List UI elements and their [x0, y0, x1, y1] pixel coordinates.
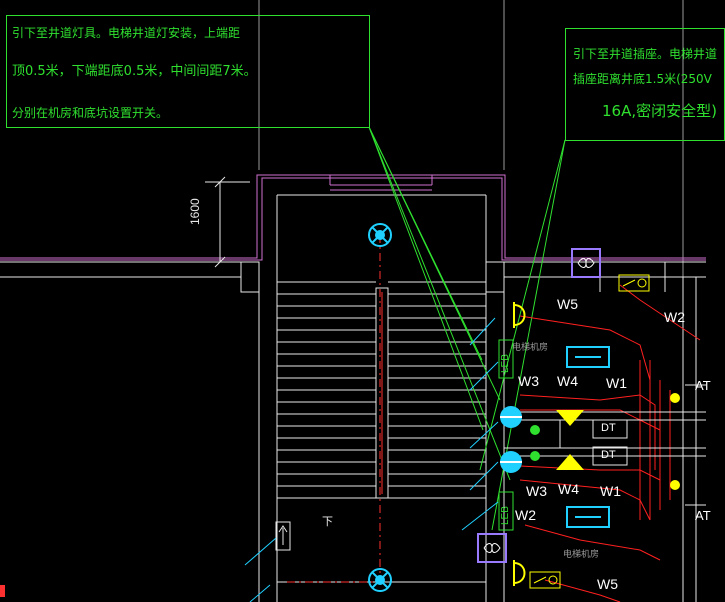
note-leaders [368, 126, 566, 531]
wire-label-w1-lower: W1 [600, 483, 621, 499]
machine-room-label-upper: 电梯机房 [512, 342, 549, 352]
wall-lamp-icon [500, 406, 522, 428]
at-label-lower: AT [695, 508, 711, 523]
ceiling-lamp-icon [368, 223, 392, 247]
stair-down-label: 下 [322, 516, 333, 528]
switch-box-icon [618, 274, 650, 292]
dimension-label: 1600 [188, 198, 202, 225]
socket-note-line-3: 16A,密闭安全型) [602, 102, 717, 120]
exhaust-fan-icon [477, 533, 507, 563]
wire-label-w3-upper: W3 [518, 373, 539, 389]
leb-label-lower: LEB [500, 506, 511, 525]
lamp-fixture-icon [556, 410, 584, 470]
wire-label-w4-lower: W4 [558, 481, 579, 497]
dt-label-lower: DT [601, 449, 616, 461]
at-label-upper: AT [695, 378, 711, 393]
wire-label-w1-upper: W1 [606, 375, 627, 391]
wall-socket-icon [513, 302, 526, 328]
corner-marker [0, 585, 5, 597]
lintel-lines [0, 174, 706, 261]
wire-label-w2-top: W2 [664, 309, 685, 325]
wire-label-w5-top: W5 [557, 296, 578, 312]
switch-box-icon [529, 571, 561, 589]
up-arrow-icon [275, 521, 291, 551]
distribution-panels [504, 384, 706, 506]
leader-arrows [244, 317, 499, 602]
yellow-dots [670, 393, 680, 490]
wall-lamp-icon [500, 451, 522, 473]
lamp-note-line-3: 分别在机房和底坑设置开关。 [12, 106, 169, 120]
walls [0, 194, 706, 602]
exhaust-fan-icon [571, 248, 601, 278]
leb-label-upper: LEB [500, 354, 511, 373]
cad-floorplan [0, 0, 706, 602]
fluorescent-fixture-icon [566, 346, 610, 368]
wall-socket-icon [513, 560, 526, 586]
lamp-note-line-2: 顶0.5米，下端距底0.5米，中间间距7米。 [12, 64, 257, 79]
socket-note-line-1: 引下至井道插座。电梯井道 [573, 47, 718, 61]
dt-boxes [592, 419, 628, 466]
drawing-background [0, 0, 706, 602]
wire-label-w5-bottom: W5 [597, 576, 618, 592]
dimension-marker [205, 176, 250, 268]
machine-room-label-lower: 电梯机房 [563, 549, 600, 559]
socket-note-line-2: 插座距离井底1.5米(250V [573, 72, 712, 86]
ceiling-lamp-icon [368, 568, 392, 592]
junction-dots [530, 425, 540, 461]
stair-handrail [375, 287, 389, 499]
wire-label-w2-lower: W2 [515, 507, 536, 523]
leb-box [498, 339, 514, 531]
wire-label-w4-upper: W4 [557, 373, 578, 389]
dt-label-upper: DT [601, 422, 616, 434]
stair-treads [277, 281, 486, 499]
wire-label-w3-lower: W3 [526, 483, 547, 499]
center-axis [287, 235, 381, 583]
lamp-note-box [6, 15, 370, 128]
lamp-note-line-1: 引下至井道灯具。电梯井道灯安装，上端距 [12, 26, 241, 40]
fluorescent-fixture-icon [566, 506, 610, 528]
